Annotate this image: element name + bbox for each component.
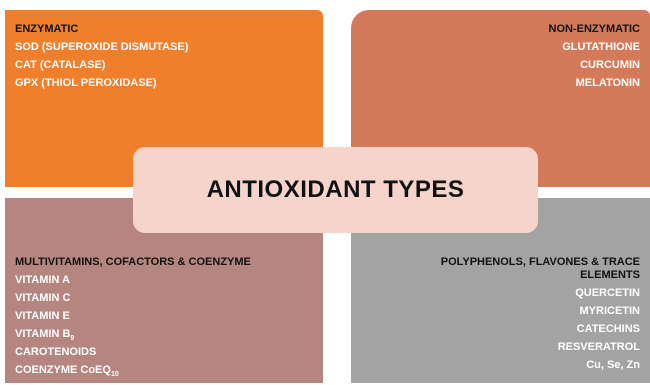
polyphenols-heading-line2: ELEMENTS [580,269,640,281]
polyphenols-item: Cu, Se, Zn [586,359,640,371]
enzymatic-item: CAT (CATALASE) [15,59,106,71]
carotenoids-item: CAROTENOIDS [15,346,97,358]
vitamin-b-item: VITAMIN B9 [15,325,313,343]
non-enzymatic-item: CURCUMIN [580,59,640,71]
multivitamins-item: VITAMIN A [15,274,70,286]
non-enzymatic-item: MELATONIN [575,77,640,89]
polyphenols-item: QUERCETIN [575,287,640,299]
diagram-title: ANTIOXIDANT TYPES [206,176,465,203]
coenzyme-label: COENZYME CoEQ [15,364,111,376]
enzymatic-item: SOD (SUPEROXIDE DISMUTASE) [15,41,189,53]
vitamin-b-label: VITAMIN B [15,328,71,340]
coenzyme-subscript: 10 [110,371,119,379]
non-enzymatic-heading: NON-ENZYMATIC [548,23,640,35]
multivitamins-item: VITAMIN C [15,292,71,304]
diagram-title-box: ANTIOXIDANT TYPES [133,147,538,233]
polyphenols-item: MYRICETIN [579,305,641,317]
enzymatic-heading: ENZYMATIC [15,23,79,35]
coenzyme-item: COENZYME CoEQ10 [15,361,313,379]
multivitamins-heading: MULTIVITAMINS, COFACTORS & COENZYME [15,256,251,268]
enzymatic-item: GPX (THIOL PEROXIDASE) [15,77,157,89]
multivitamins-item: VITAMIN E [15,310,70,322]
non-enzymatic-item: GLUTATHIONE [562,41,640,53]
polyphenols-item: RESVERATROL [557,341,640,353]
polyphenols-item: CATECHINS [576,323,640,335]
vitamin-b-subscript: 9 [70,335,75,343]
polyphenols-heading-line1: POLYPHENOLS, FLAVONES & TRACE [440,256,640,268]
